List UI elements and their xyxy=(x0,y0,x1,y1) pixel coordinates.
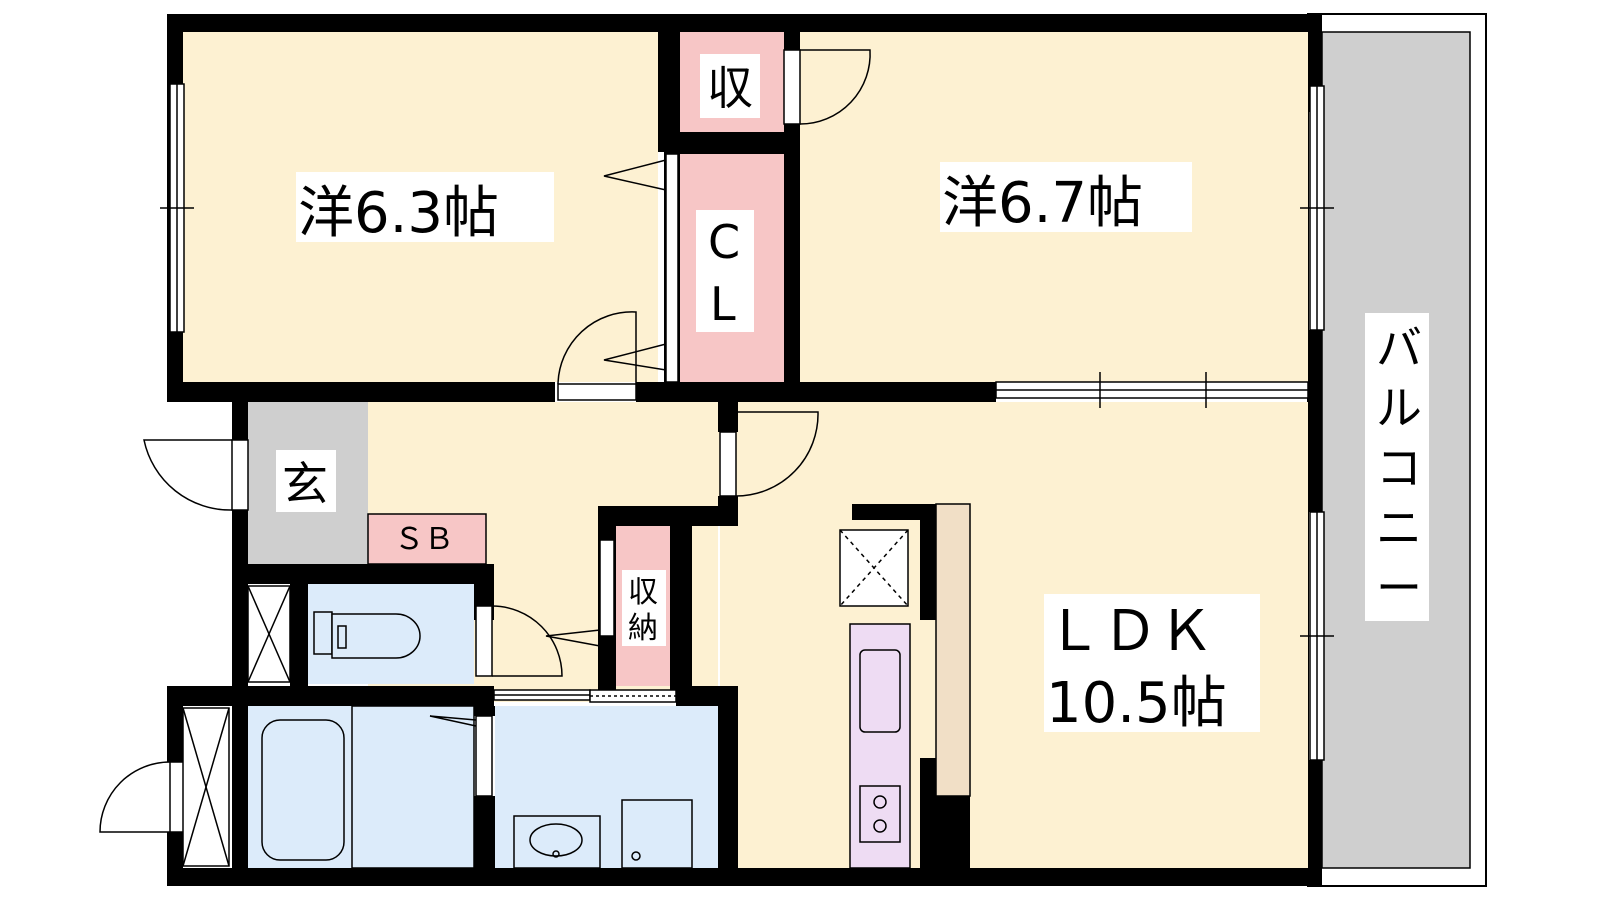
fixtures xyxy=(182,503,971,869)
ldk-label-line1: ＬＤＫ xyxy=(1046,599,1214,664)
doors xyxy=(99,49,871,833)
western-room-2-label: 洋6.7帖 xyxy=(942,171,1143,236)
walls xyxy=(167,14,1322,886)
room-fills xyxy=(183,32,1308,868)
sink-icon xyxy=(859,649,901,733)
washbasin-icon xyxy=(513,815,601,869)
svg-text:ル: ル xyxy=(1376,381,1422,435)
shoe-box xyxy=(367,513,487,565)
hall-floor-2 xyxy=(490,402,720,498)
svg-text:コ: コ xyxy=(1376,441,1422,495)
ldk-label-line2: 10.5帖 xyxy=(1046,671,1227,736)
windows xyxy=(160,83,1334,761)
toilet-icon xyxy=(313,611,421,659)
kitchen-unit xyxy=(849,623,911,869)
closet-label-line2: L xyxy=(710,277,736,331)
labels: 洋6.3帖 洋6.7帖 収 C L 玄 ＳＢ 収 納 ＬＤＫ 10.5帖 バ ル… xyxy=(276,54,1422,736)
entrance-label: 玄 xyxy=(282,457,328,511)
svg-text:バ: バ xyxy=(1376,321,1422,375)
counter xyxy=(935,503,971,797)
bathtub-icon xyxy=(261,719,345,861)
storage-hall-label-line1: 収 xyxy=(628,575,658,610)
stove-icon xyxy=(859,785,901,843)
storage-hall-label-line2: 納 xyxy=(628,611,658,646)
closet-label-line1: C xyxy=(708,215,740,269)
western-room-1-label: 洋6.3帖 xyxy=(298,181,499,246)
balcony xyxy=(1307,13,1487,887)
shoe-box-label: ＳＢ xyxy=(394,522,454,557)
svg-text:ー: ー xyxy=(1376,561,1422,615)
refrigerator-space-icon xyxy=(839,529,909,607)
storage-top-label: 収 xyxy=(707,61,753,115)
washing-machine-icon xyxy=(621,799,693,869)
balcony-label: バ ル コ ニ ー xyxy=(1376,321,1422,615)
svg-text:ニ: ニ xyxy=(1376,501,1422,555)
